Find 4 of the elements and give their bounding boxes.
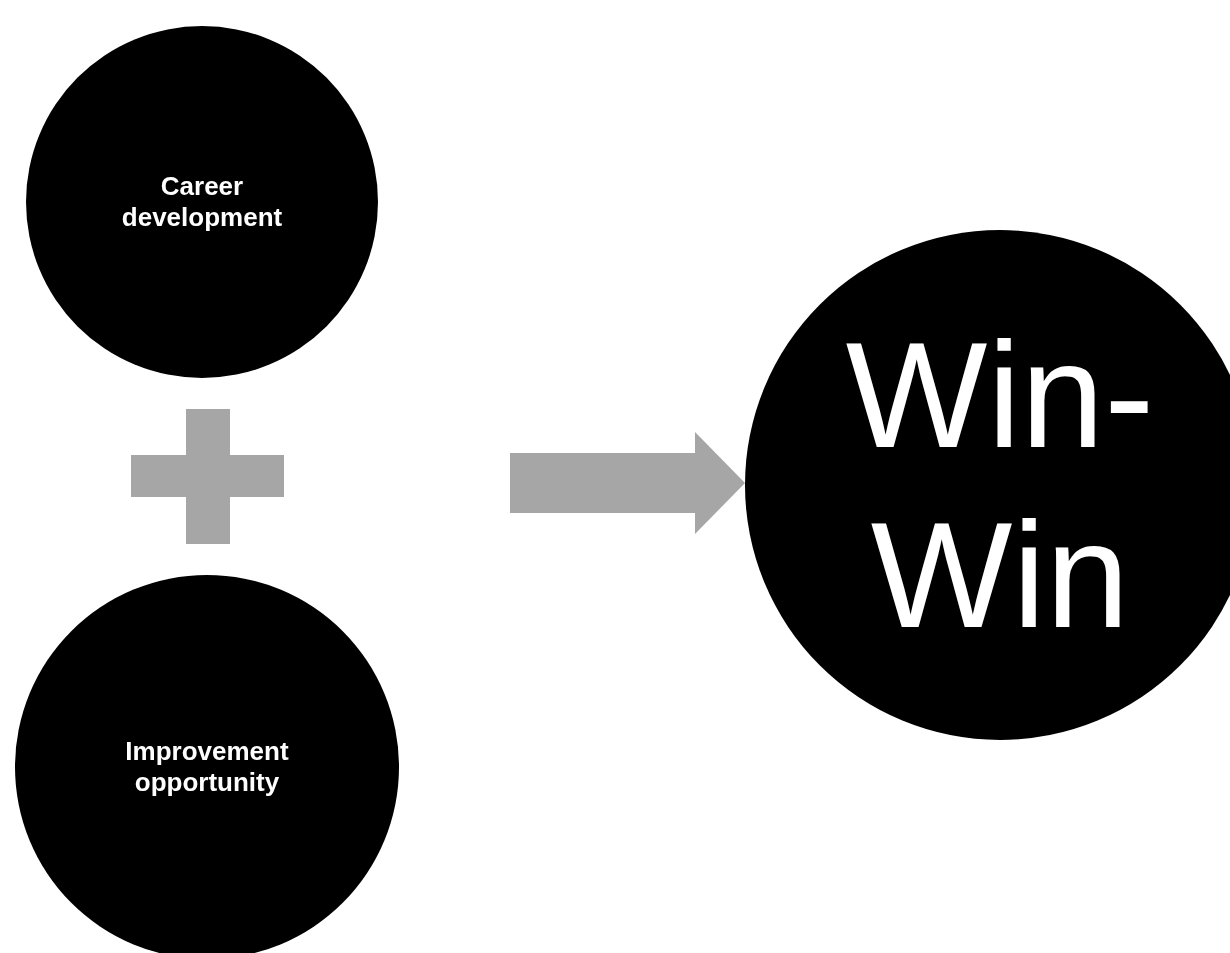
node-label: Career development	[120, 170, 284, 234]
node-label: Win-Win	[844, 310, 1156, 661]
node-label: Improvement opportunity	[124, 735, 290, 799]
arrow	[510, 432, 745, 534]
